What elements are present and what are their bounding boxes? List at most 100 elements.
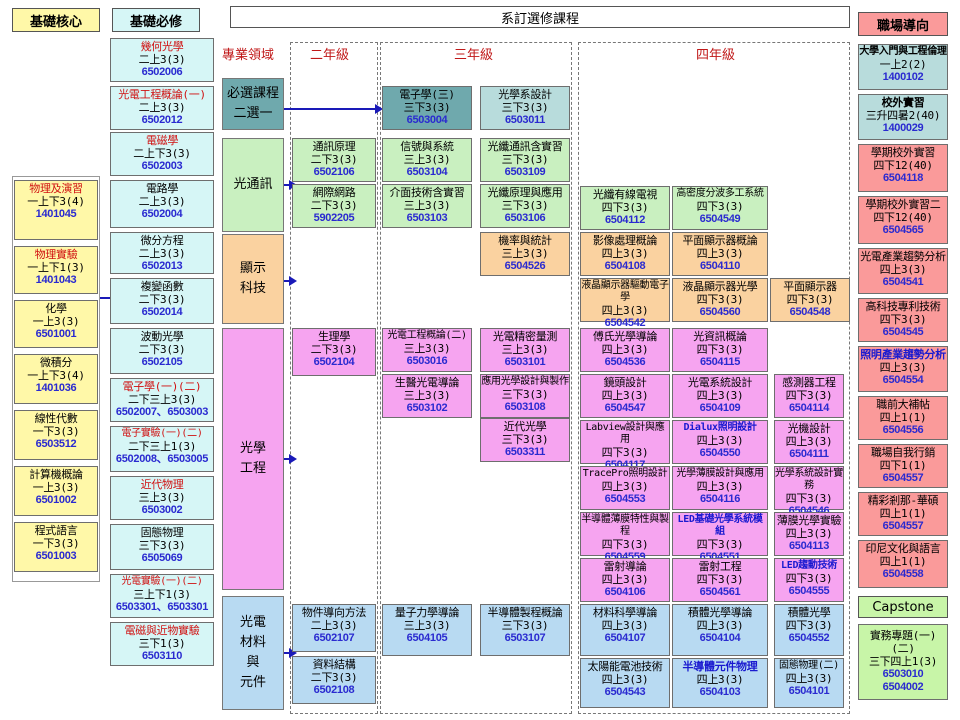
course-name: 網際網路 [312, 186, 356, 199]
elective-course-led-drive[interactable]: LED趨動技術四下3(3)6504555 [774, 558, 844, 602]
career-course[interactable]: 高科技專利技術四下3(3)6504545 [858, 298, 948, 342]
elective-course-signal[interactable]: 信號與系統三上3(3)6503104 [382, 138, 472, 182]
required-course[interactable]: 電路學二上3(3)6502004 [110, 180, 214, 228]
elective-course-optsys-prac[interactable]: 光學系統設計實務四下3(3)6504546 [774, 466, 844, 517]
elective-course-semi-dev[interactable]: 半導體元件物理四上3(3)6504103 [672, 658, 768, 708]
career-course[interactable]: 精彩剎那-華碩四上1(1)6504557 [858, 492, 948, 536]
elective-course-ic-opt[interactable]: 積體光學四下3(3)6504552 [774, 604, 844, 656]
elective-course-elec-3[interactable]: 電子學(三)三下3(3)6503004 [382, 86, 472, 130]
domain-optical-comm: 光通訊 [222, 138, 284, 232]
elective-course-optdes[interactable]: 光學系設計三下3(3)6503011 [480, 86, 570, 130]
elective-course-lcd-drv[interactable]: 液晶顯示器驅動電子學四上3(3)6504542 [580, 278, 670, 329]
career-course[interactable]: 職前大補帖四上1(1)6504556 [858, 396, 948, 440]
elective-course-fiber-lab[interactable]: 光纖通訊含實習三下3(3)6503109 [480, 138, 570, 182]
required-course[interactable]: 波動光學二下3(3)6502105 [110, 328, 214, 374]
required-course[interactable]: 電子實驗(一)(二)二下三上1(3)6502008、6503005 [110, 426, 214, 472]
career-course[interactable]: 大學入門與工程倫理一上2(2)1400102 [858, 44, 948, 90]
elective-course-laser-eng[interactable]: 雷射工程四下3(3)6504561 [672, 558, 768, 602]
required-course[interactable]: 近代物理三上3(3)6503002 [110, 476, 214, 520]
career-course[interactable]: 照明產業趨勢分析四上3(3)6504554 [858, 346, 948, 392]
career-course[interactable]: 學期校外實習二四下12(40)6504565 [858, 196, 948, 244]
elective-course-modern-opt[interactable]: 近代光學三下3(3)6503311 [480, 418, 570, 462]
required-course[interactable]: 複變函數二下3(3)6502014 [110, 278, 214, 324]
elective-course-quantum[interactable]: 量子力學導論三上3(3)6504105 [382, 604, 472, 656]
core-course[interactable]: 化學一上3(3)6501001 [14, 300, 98, 348]
elective-course-labview[interactable]: Labview設計與應用四下3(3)6504117 [580, 420, 670, 471]
elective-course-lcd-opt[interactable]: 液晶顯示器光學四下3(3)6504560 [672, 278, 768, 322]
elective-course-physio[interactable]: 生理學二下3(3)6502104 [292, 328, 376, 376]
elective-course-ic-intro[interactable]: 積體光學導論四上3(3)6504104 [672, 604, 768, 656]
elective-course-lens[interactable]: 鏡頭設計四上3(3)6504547 [580, 374, 670, 418]
elective-course-laser-intro[interactable]: 雷射導論四上3(3)6504106 [580, 558, 670, 602]
core-course[interactable]: 線性代數一下3(3)6503512 [14, 410, 98, 460]
core-course[interactable]: 計算機概論一上3(3)6501002 [14, 466, 98, 516]
elective-course-ss2[interactable]: 固態物理(二)四上3(3)6504101 [774, 658, 844, 708]
course-name: 微分方程 [140, 234, 184, 247]
core-course[interactable]: 微積分一上下3(4)1401036 [14, 354, 98, 404]
core-course[interactable]: 物理及演習一上下3(4)1401045 [14, 180, 98, 240]
elective-course-tracepro[interactable]: TracePro照明設計四上3(3)6504553 [580, 466, 670, 510]
course-name: 感測器工程 [782, 376, 836, 389]
year4-header: 四年級 [696, 48, 736, 63]
career-course[interactable]: 職場自我行銷四下1(1)6504557 [858, 444, 948, 488]
career-course[interactable]: 學期校外實習四下12(40)6504118 [858, 144, 948, 192]
course-name: 傅氏光學導論 [592, 330, 658, 343]
elective-course-oe2[interactable]: 光電工程概論(二)三上3(3)6503016 [382, 328, 472, 372]
course-code: 1401036 [35, 382, 77, 394]
elective-course-semi-proc[interactable]: 半導體製程概論三下3(3)6503107 [480, 604, 570, 656]
course-name: 雷射工程 [698, 560, 742, 573]
elective-course-solar[interactable]: 太陽能電池技術四上3(3)6504543 [580, 658, 670, 708]
elective-course-optmech[interactable]: 光機設計四上3(3)6504111 [774, 420, 844, 464]
required-course[interactable]: 電子學(一)(二)二下三上3(3)6502007、6503003 [110, 378, 214, 422]
elective-course-prob[interactable]: 機率與統計三上3(3)6504526 [480, 232, 570, 276]
elective-course-crystal[interactable]: 資料結構二下3(3)6502108 [292, 656, 376, 704]
required-course[interactable]: 固態物理三下3(3)6505069 [110, 524, 214, 570]
required-course[interactable]: 電磁學二上下3(3)6502003 [110, 132, 214, 176]
arrow-optics [284, 454, 297, 464]
career-course[interactable]: 印尼文化與語言四上1(1)6504558 [858, 540, 948, 588]
elective-course-precise[interactable]: 光電精密量測三上3(3)6503101 [480, 328, 570, 372]
core-course[interactable]: 程式語言一下3(3)6501003 [14, 522, 98, 572]
course-code: 6504101 [788, 685, 830, 697]
elective-course-optinfo[interactable]: 光資訊概論四下3(3)6504115 [672, 328, 768, 372]
course-term: 四下3(3) [601, 201, 649, 214]
elective-course-fpd-intro[interactable]: 平面顯示器概論四上3(3)6504110 [672, 232, 768, 276]
course-code: 6504558 [882, 568, 924, 580]
elective-course-network[interactable]: 網際網路二下3(3)5902205 [292, 184, 376, 228]
elective-course-fpd[interactable]: 平面顯示器四下3(3)6504548 [770, 278, 850, 322]
elective-course-interface[interactable]: 介面技術含實習三上3(3)6503103 [382, 184, 472, 228]
elective-course-fiber-app[interactable]: 光纖原理與應用三下3(3)6503106 [480, 184, 570, 228]
elective-course-appopt[interactable]: 應用光學設計與製作三下3(3)6503108 [480, 374, 570, 418]
elective-course-biomed[interactable]: 生醫光電導論三上3(3)6503102 [382, 374, 472, 418]
elective-course-fourier[interactable]: 傅氏光學導論四上3(3)6504536 [580, 328, 670, 372]
elective-course-imgproc[interactable]: 影像處理概論四上3(3)6504108 [580, 232, 670, 276]
required-course[interactable]: 光電實驗(一)(二)三上下1(3)6503301、6503301 [110, 574, 214, 618]
year4-column [578, 42, 850, 714]
career-course[interactable]: 校外實習三升四暑2(40)1400029 [858, 94, 948, 140]
elective-course-comm-pr[interactable]: 通訊原理二下3(3)6502106 [292, 138, 376, 182]
elective-course-sensor[interactable]: 感測器工程四下3(3)6504114 [774, 374, 844, 418]
core-course[interactable]: 物理實驗一上下1(3)1401043 [14, 246, 98, 294]
course-term: 四下1(1) [879, 459, 927, 472]
elective-course-led-mod[interactable]: LED基礎光學系統模組四下3(3)6504551 [672, 512, 768, 563]
course-name: 光纖通訊含實習 [487, 140, 563, 153]
required-course[interactable]: 微分方程二上3(3)6502013 [110, 232, 214, 274]
elective-course-tf-exp[interactable]: 薄膜光學實驗四上3(3)6504113 [774, 512, 844, 556]
elective-course-catv[interactable]: 光纖有線電視四下3(3)6504112 [580, 186, 670, 230]
elective-course-semi-film[interactable]: 半導體薄膜特性與製程四下3(3)6504559 [580, 512, 670, 563]
elective-course-dialux[interactable]: Dialux照明設計四上3(3)6504550 [672, 420, 768, 464]
elective-course-mat-sci[interactable]: 材料科學導論四上3(3)6504107 [580, 604, 670, 656]
course-code: 6504542 [604, 317, 646, 329]
required-course[interactable]: 幾何光學二上3(3)6502006 [110, 38, 214, 82]
course-term: 二下3(3) [138, 343, 186, 356]
elective-course-phys-mat[interactable]: 物件導向方法二上3(3)6502107 [292, 604, 376, 652]
career-course[interactable]: 光電產業趨勢分析四上3(3)6504541 [858, 248, 948, 294]
elective-course-optsys[interactable]: 光電系統設計四上3(3)6504109 [672, 374, 768, 418]
course-term: 一下3(3) [32, 537, 80, 550]
required-course[interactable]: 光電工程概論(一)二上3(3)6502012 [110, 86, 214, 130]
required-course[interactable]: 電磁與近物實驗三下1(3)6503110 [110, 622, 214, 666]
elective-course-dwdm[interactable]: 高密度分波多工系統四下3(3)6504549 [672, 186, 768, 230]
elective-course-thinfilm[interactable]: 光學薄膜設計與應用四上3(3)6504116 [672, 466, 768, 510]
course-code: 6504557 [882, 472, 924, 484]
